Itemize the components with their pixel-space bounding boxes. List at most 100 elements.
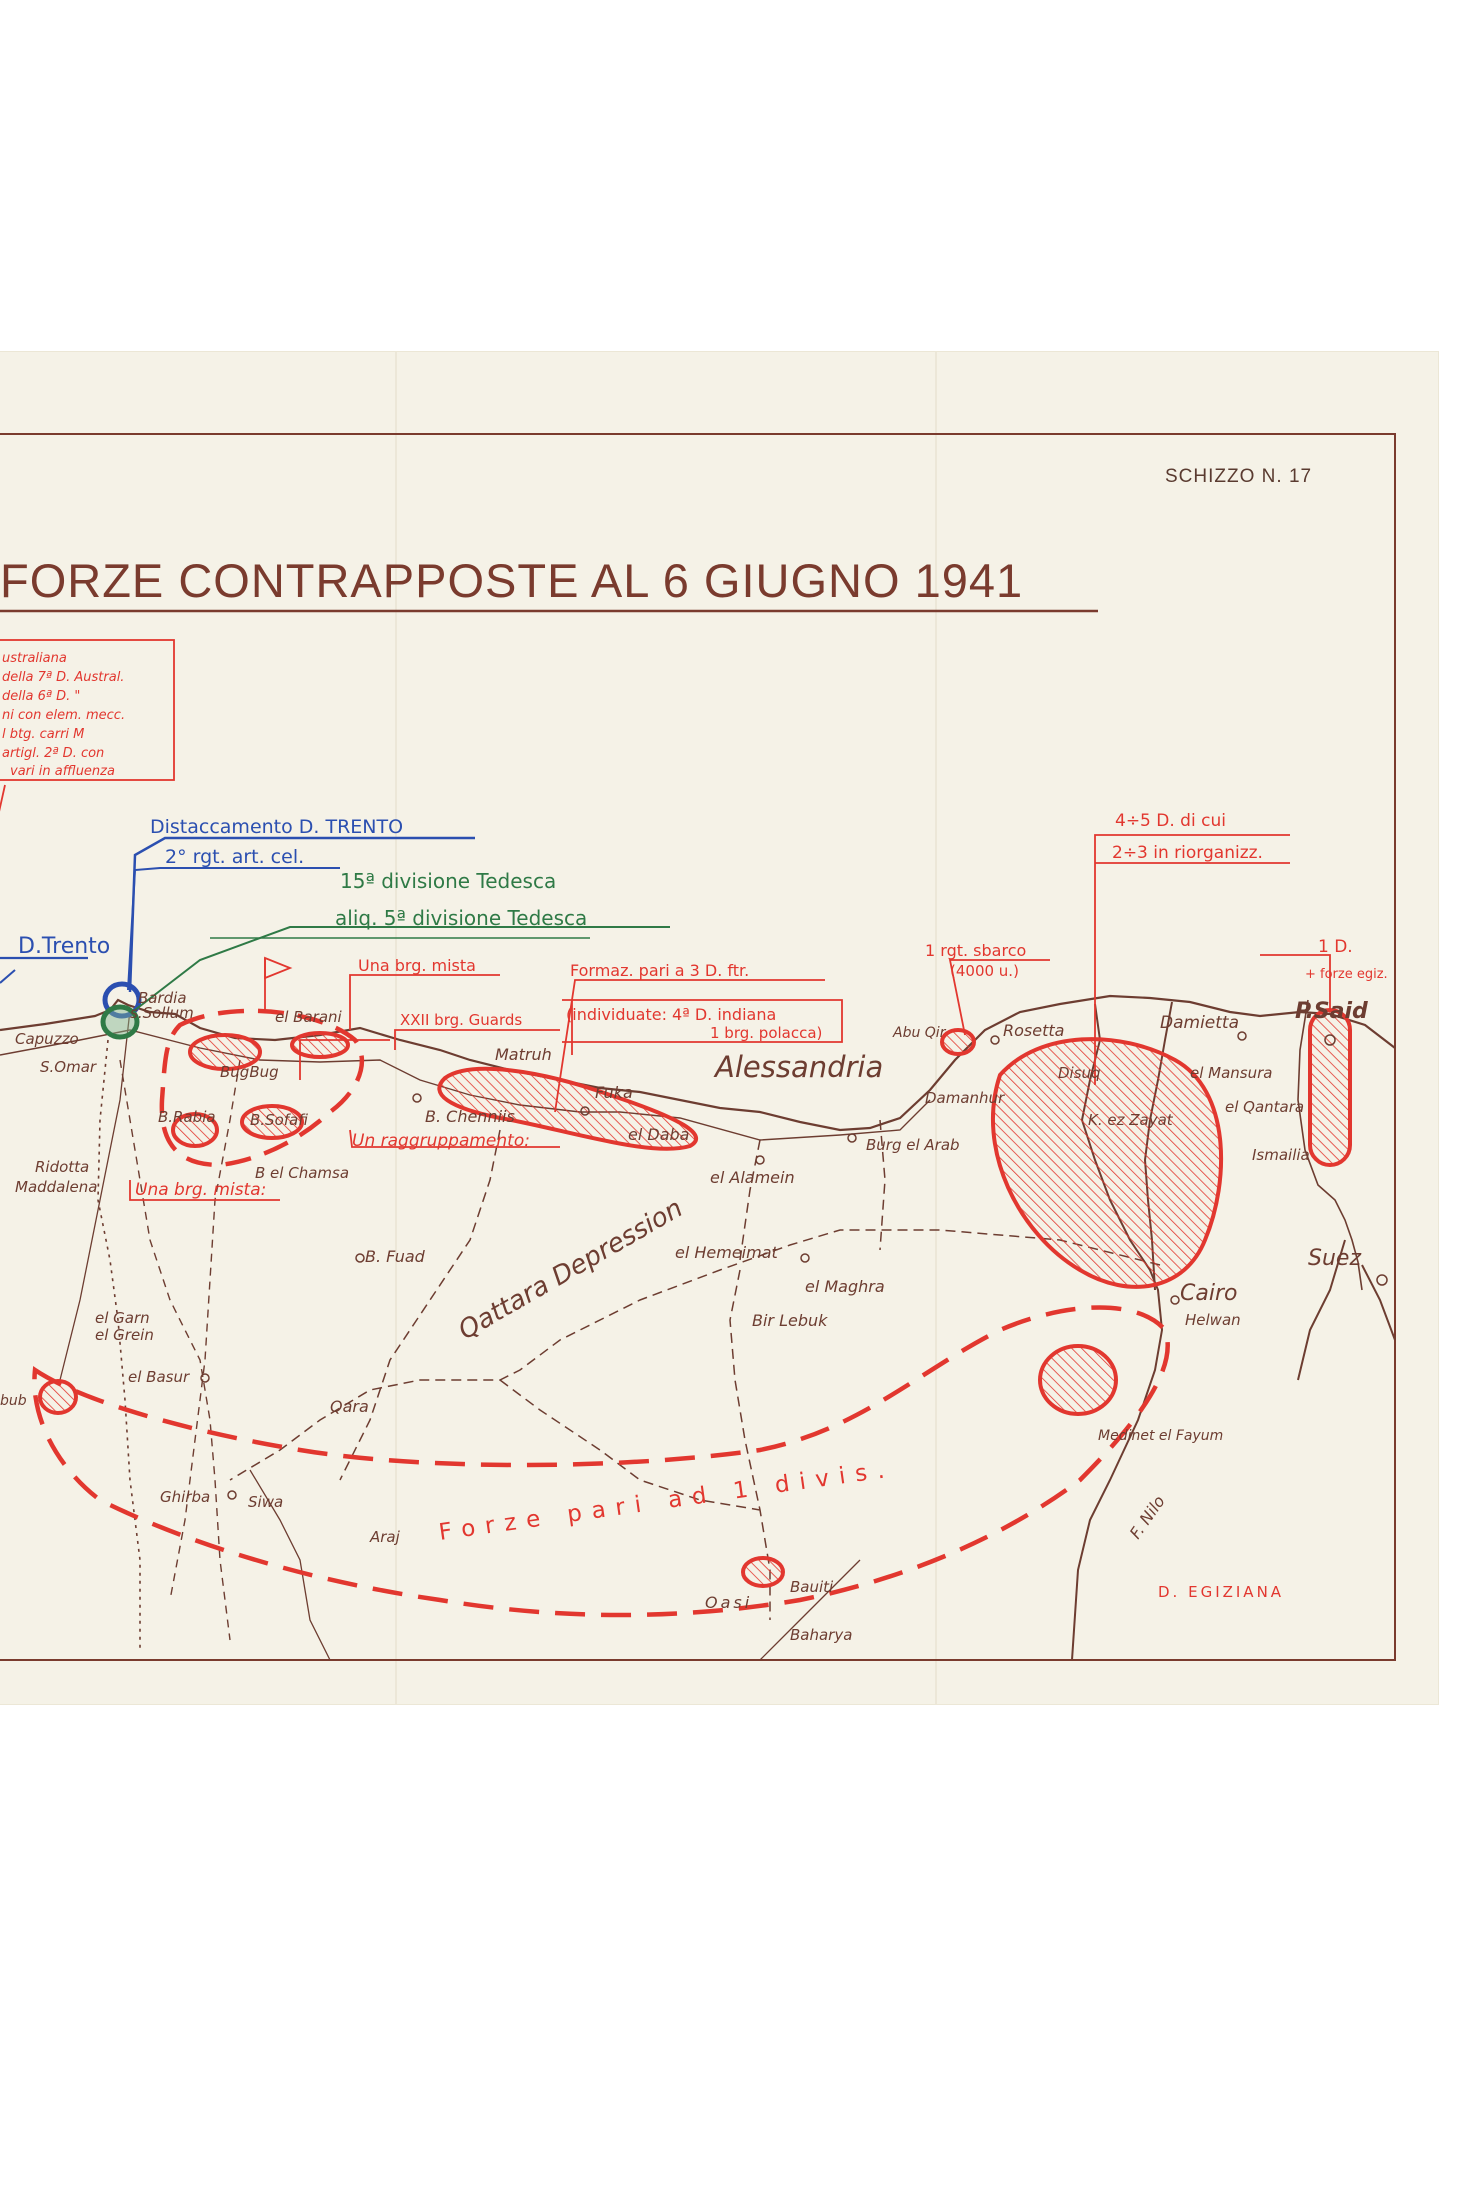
label-d-egiziana: D. EGIZIANA [1158,1583,1284,1601]
force-area-baharya [741,1556,785,1588]
sheet-number: SCHIZZO N. 17 [1165,466,1312,487]
place-ghirba: Ghirba [160,1488,210,1506]
german-marker [100,1004,140,1040]
place-damanhur: Damanhur [925,1089,1005,1107]
gulf-suez [1297,1239,1396,1381]
place-barani: el Barani [275,1008,343,1026]
place-abuqir: Abu Qir [892,1025,947,1041]
place-maghra: el Maghra [805,1277,885,1296]
place-qantara: el Qantara [1225,1098,1304,1116]
force-area-barani [290,1031,350,1059]
place-medinet: Medinet el Fayum [1098,1428,1223,1444]
place-chenniis: B. Chenniis [425,1107,515,1126]
place-markers [200,1031,1388,1500]
place-zagazig: K. ez Zayat [1088,1111,1174,1129]
place-hemeimat: el Hemeimat [675,1243,779,1262]
canal [1297,999,1363,1291]
desert-track [119,1059,241,1641]
label-div5: aliq. 5ª divisione Tedesca [335,906,587,930]
label-guards: XXII brg. Guards [400,1011,522,1029]
force-area-fayum [1038,1344,1118,1416]
dashed-boundary-south [32,1305,1170,1618]
place-bauiti: Bauiti [790,1578,834,1596]
label-raggruppamento: Un raggruppamento: [352,1131,530,1151]
legend-line: vari in affluenza [10,764,115,779]
force-area-sofafi [240,1104,304,1140]
place-qara: Qara [330,1397,369,1416]
place-alamein: el Alamein [710,1168,795,1187]
place-bugbug: BugBug [220,1063,279,1081]
leader-blue [0,969,16,984]
label-trento: D.Trento [18,934,110,959]
place-omar: S.Omar [40,1058,97,1076]
label-brg-mista: Una brg. mista [358,956,476,975]
label-brg-mista2: Una brg. mista: [135,1180,266,1200]
place-grein: el Grein [95,1326,154,1344]
place-cairo: Cairo [1180,1281,1237,1306]
place-bardia: Bardia [138,989,187,1007]
force-area-bugbug [188,1033,262,1071]
label-depression: Qattara Depression [454,1193,689,1346]
place-oasi: Oasi [705,1593,752,1612]
place-lebuk: Bir Lebuk [752,1311,828,1330]
force-area-rabia [171,1112,219,1148]
legend-line: della 7ª D. Austral. [2,670,124,685]
desert-track [229,1229,1161,1481]
legend-line: l btg. carri M [2,727,84,742]
place-psaid: P.Said [1295,999,1368,1024]
label-forze-egiz: + forze egiz. [1305,967,1388,982]
place-rabia: B.Rabia [158,1108,216,1126]
label-forze-b: 2÷3 in riorganizz. [1112,843,1263,863]
place-sollum: s.Sollum [130,1004,194,1022]
fold-line [395,352,397,1704]
place-rosetta: Rosetta [1003,1021,1064,1040]
place-suez: Suez [1308,1246,1361,1271]
place-sofafi: B.Sofafi [250,1111,308,1129]
place-names: Bardia s.Sollum Capuzzo S.Omar el Barani… [0,989,1368,1644]
force-area-delta [990,1037,1224,1289]
label-1d: 1 D. [1318,937,1353,957]
place-nilo: F. Nilo [1126,1492,1169,1542]
leader-blue [127,867,340,991]
force-area-abuqir [940,1028,976,1056]
label-formaz2: (individuate: 4ª D. indiana [566,1005,776,1024]
label-sbarco2: (4000 u.) [950,962,1019,980]
place-baharya: Baharya [790,1626,852,1644]
legend-box: ustraliana della 7ª D. Austral. della 6ª… [2,651,125,779]
place-fuka: Fuka [595,1083,633,1102]
place-jarabub: bub [0,1393,27,1409]
label-formaz3: 1 brg. polacca) [710,1024,822,1042]
fold-line [935,352,937,1704]
legend-line: ustraliana [2,651,67,666]
legend-line: ni con elem. mecc. [2,708,125,723]
map-sheet [0,352,1438,1704]
place-mansura: el Mansura [1190,1064,1273,1082]
desert-track [339,1119,886,1481]
place-siwa: Siwa [248,1493,283,1511]
legend-line: della 6ª D. " [2,689,80,704]
place-burg: Burg el Arab [866,1136,960,1154]
legend-line: artigl. 2ª D. con [2,746,104,761]
place-chamsa: B el Chamsa [255,1164,349,1182]
label-distaccamento: Distaccamento D. TRENTO [150,816,403,838]
label-div15: 15ª divisione Tedesca [340,869,556,893]
desert-track [499,1269,771,1620]
label-sbarco1: 1 rgt. sbarco [925,941,1026,960]
force-area-jarabub [38,1379,78,1415]
place-helwan: Helwan [1185,1311,1241,1329]
place-fuad: B. Fuad [365,1247,426,1266]
leader-green [134,926,670,1011]
place-matruh: Matruh [495,1045,552,1064]
dashed-boundary-sollum [159,1008,365,1168]
force-area-matruh [437,1066,698,1151]
place-basur: el Basur [128,1368,190,1386]
label-rgt-art: 2° rgt. art. cel. [165,846,304,868]
place-damietta: Damietta [1160,1013,1239,1033]
place-ismailia: Ismailia [1252,1146,1310,1164]
place-capuzzo: Capuzzo [15,1030,79,1048]
red-leaders [0,639,1331,1201]
place-garn: el Garn [95,1309,150,1327]
place-ridotta: Ridotta [35,1158,89,1176]
place-araj: Araj [369,1528,401,1546]
